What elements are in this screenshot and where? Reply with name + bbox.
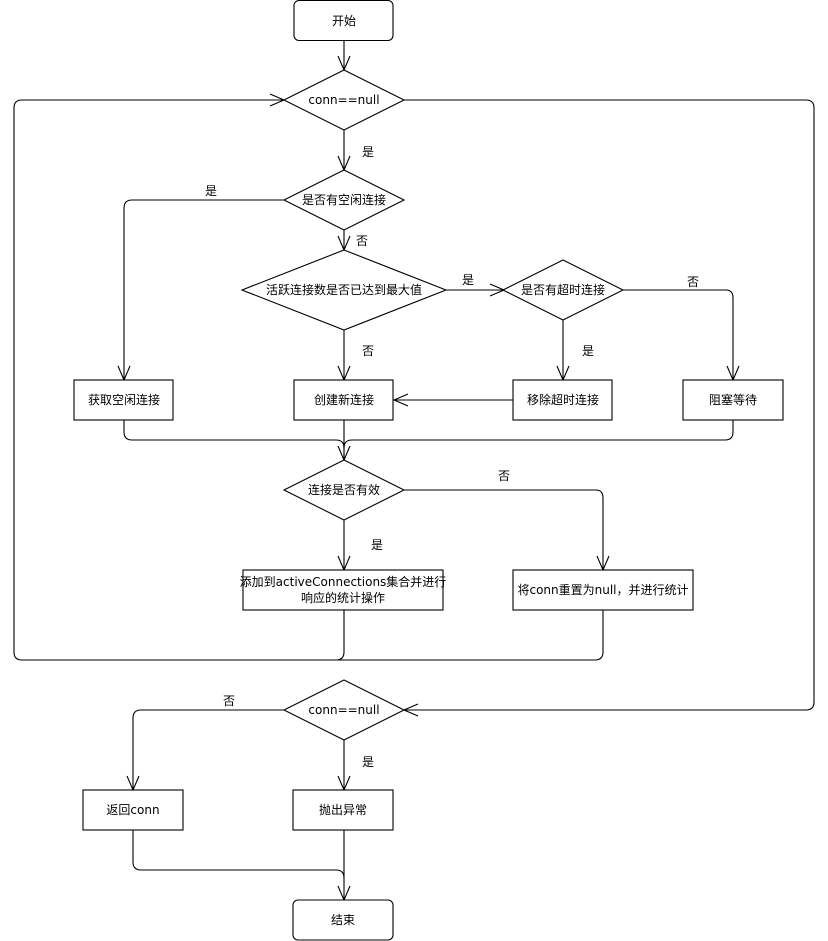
node-reset-null[interactable]: 将conn重置为null，并进行统计 <box>512 569 694 611</box>
edge-labels: 是 是 否 是 否 是 否 是 否 否 是 <box>205 145 699 769</box>
node-return-conn[interactable]: 返回conn <box>82 789 184 831</box>
edge-return-to-end <box>132 830 345 879</box>
node-get-idle[interactable]: 获取空闲连接 <box>73 379 174 421</box>
edge-label-yes: 是 <box>362 755 374 769</box>
arrow-head <box>392 393 409 407</box>
edge-connvalid-to-resetnull <box>404 489 604 570</box>
node-start[interactable]: 开始 <box>293 0 394 42</box>
node-label: 是否有空闲连接 <box>302 192 386 207</box>
node-remove-timeout[interactable]: 移除超时连接 <box>512 379 613 421</box>
edge-block-to-connvalid <box>343 420 734 449</box>
node-label: 抛出异常 <box>319 802 367 817</box>
edge-label-no: 否 <box>362 344 374 358</box>
node-label: 将conn重置为null，并进行统计 <box>517 583 688 597</box>
edge-label-yes: 是 <box>362 145 374 159</box>
decision-shape <box>282 459 406 521</box>
node-label: conn==null <box>308 703 379 717</box>
node-label: conn==null <box>308 93 379 107</box>
node-check-conn-null-2[interactable]: conn==null <box>282 679 406 741</box>
edge-check2-to-return <box>132 709 284 790</box>
terminal-shape <box>292 899 394 941</box>
process-shape <box>512 379 613 421</box>
edge-label-no: 否 <box>498 469 510 483</box>
edge-getidle-to-connvalid <box>123 420 345 460</box>
node-block-wait[interactable]: 阻塞等待 <box>682 379 784 421</box>
node-label: 是否有超时连接 <box>521 282 605 297</box>
edge-addactive-loop <box>13 99 345 661</box>
edge-label-no: 否 <box>223 694 235 708</box>
node-label: 结束 <box>331 913 355 927</box>
node-has-idle[interactable]: 是否有空闲连接 <box>282 169 406 231</box>
node-label: 连接是否有效 <box>308 482 380 497</box>
node-add-active[interactable]: 添加到activeConnections集合并进行 响应的统计操作 <box>240 569 447 611</box>
node-has-timeout[interactable]: 是否有超时连接 <box>501 259 625 321</box>
edge-label-yes: 是 <box>371 538 383 552</box>
decision-shape <box>282 69 406 131</box>
process-shape <box>292 789 394 831</box>
edges <box>13 40 815 902</box>
process-shape <box>512 569 694 611</box>
edge-hasidle-to-getidle <box>123 199 284 380</box>
decision-shape <box>282 679 406 741</box>
node-label: 获取空闲连接 <box>88 392 160 407</box>
edge-label-yes: 是 <box>205 184 217 198</box>
node-label: 活跃连接数是否已达到最大值 <box>266 282 422 297</box>
edge-resetnull-loop <box>336 610 604 661</box>
node-throw-exception[interactable]: 抛出异常 <box>292 789 394 831</box>
nodes: 开始 conn==null 是否有空闲连接 活跃连接数是否已达到最大值 是否有超… <box>73 0 784 941</box>
process-shape <box>293 379 394 421</box>
node-label: 阻塞等待 <box>709 392 757 407</box>
node-active-max[interactable]: 活跃连接数是否已达到最大值 <box>240 249 448 331</box>
node-conn-valid[interactable]: 连接是否有效 <box>282 459 406 521</box>
edge-label-yes: 是 <box>582 344 594 358</box>
edge-label-no: 否 <box>356 234 368 248</box>
decision-shape <box>240 249 448 331</box>
edge-check1-to-check2 <box>404 99 815 711</box>
node-label: 创建新连接 <box>314 392 374 407</box>
process-shape <box>73 379 174 421</box>
node-label: 移除超时连接 <box>527 392 599 407</box>
process-shape <box>82 789 184 831</box>
node-label-line-1: 添加到activeConnections集合并进行 <box>240 574 447 589</box>
process-shape <box>242 569 444 611</box>
node-label-line-2: 响应的统计操作 <box>301 590 385 605</box>
terminal-shape <box>293 0 394 42</box>
node-create-new[interactable]: 创建新连接 <box>293 379 394 421</box>
node-label: 开始 <box>332 14 356 28</box>
edge-hastimeout-to-block <box>623 289 734 380</box>
decision-shape <box>282 169 406 231</box>
node-check-conn-null-1[interactable]: conn==null <box>282 69 406 131</box>
edge-label-yes: 是 <box>462 273 474 287</box>
decision-shape <box>501 259 625 321</box>
edge-label-no: 否 <box>687 275 699 289</box>
process-shape <box>682 379 784 421</box>
node-end[interactable]: 结束 <box>292 899 394 941</box>
node-label: 返回conn <box>106 803 159 817</box>
